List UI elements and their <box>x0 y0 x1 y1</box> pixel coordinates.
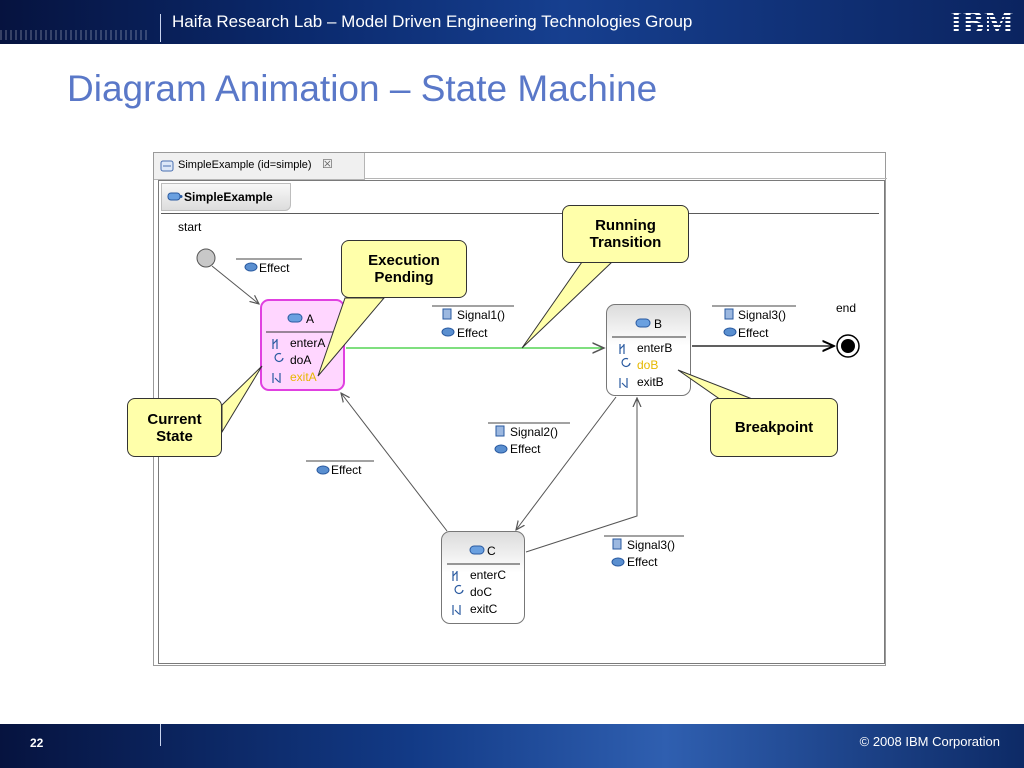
current-state-callout: Current State <box>127 398 222 457</box>
signal1-effect-label: Effect <box>457 326 488 340</box>
signal2-label: Signal2() <box>510 425 559 439</box>
header-decoration <box>0 30 150 40</box>
ibm-logo: IBM <box>950 5 1014 37</box>
signal2-effect-label: Effect <box>510 442 541 456</box>
start-effect-label: Effect <box>259 261 290 275</box>
signal3-cb-effect-label: Effect <box>627 555 658 569</box>
state-c-name: C <box>487 544 496 558</box>
signal3-end-effect-label: Effect <box>738 326 769 340</box>
diagram-tab[interactable]: SimpleExample <box>161 183 291 211</box>
header-bar: Haifa Research Lab – Model Driven Engine… <box>0 0 1024 44</box>
footer-separator <box>160 724 161 746</box>
copyright: © 2008 IBM Corporation <box>859 734 1000 749</box>
ibm-logo-text: IBM <box>950 5 1014 37</box>
breakpoint-callout: Breakpoint <box>710 398 838 457</box>
state-b-entry: enterB <box>637 341 673 355</box>
editor-tab[interactable]: SimpleExample (id=simple) ☒ <box>154 153 365 180</box>
state-a-exit: exitA <box>290 370 317 384</box>
page-title: Diagram Animation – State Machine <box>67 68 658 109</box>
close-icon[interactable]: ☒ <box>322 157 333 171</box>
execution-pending-callout: Execution Pending <box>341 240 467 298</box>
running-transition-callout: Running Transition <box>562 205 689 263</box>
header-separator <box>160 14 161 42</box>
ca-effect-label: Effect <box>331 463 362 477</box>
header-title: Haifa Research Lab – Model Driven Engine… <box>172 12 693 31</box>
state-c-entry: enterC <box>470 568 507 582</box>
state-icon <box>167 192 183 201</box>
start-label: start <box>178 220 202 234</box>
tab-strip-divider <box>364 178 887 179</box>
page-number: 22 <box>30 736 44 750</box>
state-b-do: doB <box>637 358 659 372</box>
state-b-name: B <box>654 317 663 331</box>
state-c-do: doC <box>470 585 493 599</box>
footer-bar: 22 © 2008 IBM Corporation <box>0 724 1024 768</box>
state-a-do: doA <box>290 353 312 367</box>
signal3-end-label: Signal3() <box>738 308 787 322</box>
state-a-entry: enterA <box>290 336 326 350</box>
signal1-label: Signal1() <box>457 308 506 322</box>
state-a-name: A <box>306 312 315 326</box>
state-b-exit: exitB <box>637 375 664 389</box>
signal3-cb-label: Signal3() <box>627 538 676 552</box>
editor-tab-label: SimpleExample (id=simple) <box>178 159 312 171</box>
state-machine-icon <box>160 160 174 172</box>
state-c-exit: exitC <box>470 602 498 616</box>
end-label: end <box>836 301 857 315</box>
diagram-divider <box>161 213 879 214</box>
diagram-tab-label: SimpleExample <box>184 190 273 204</box>
